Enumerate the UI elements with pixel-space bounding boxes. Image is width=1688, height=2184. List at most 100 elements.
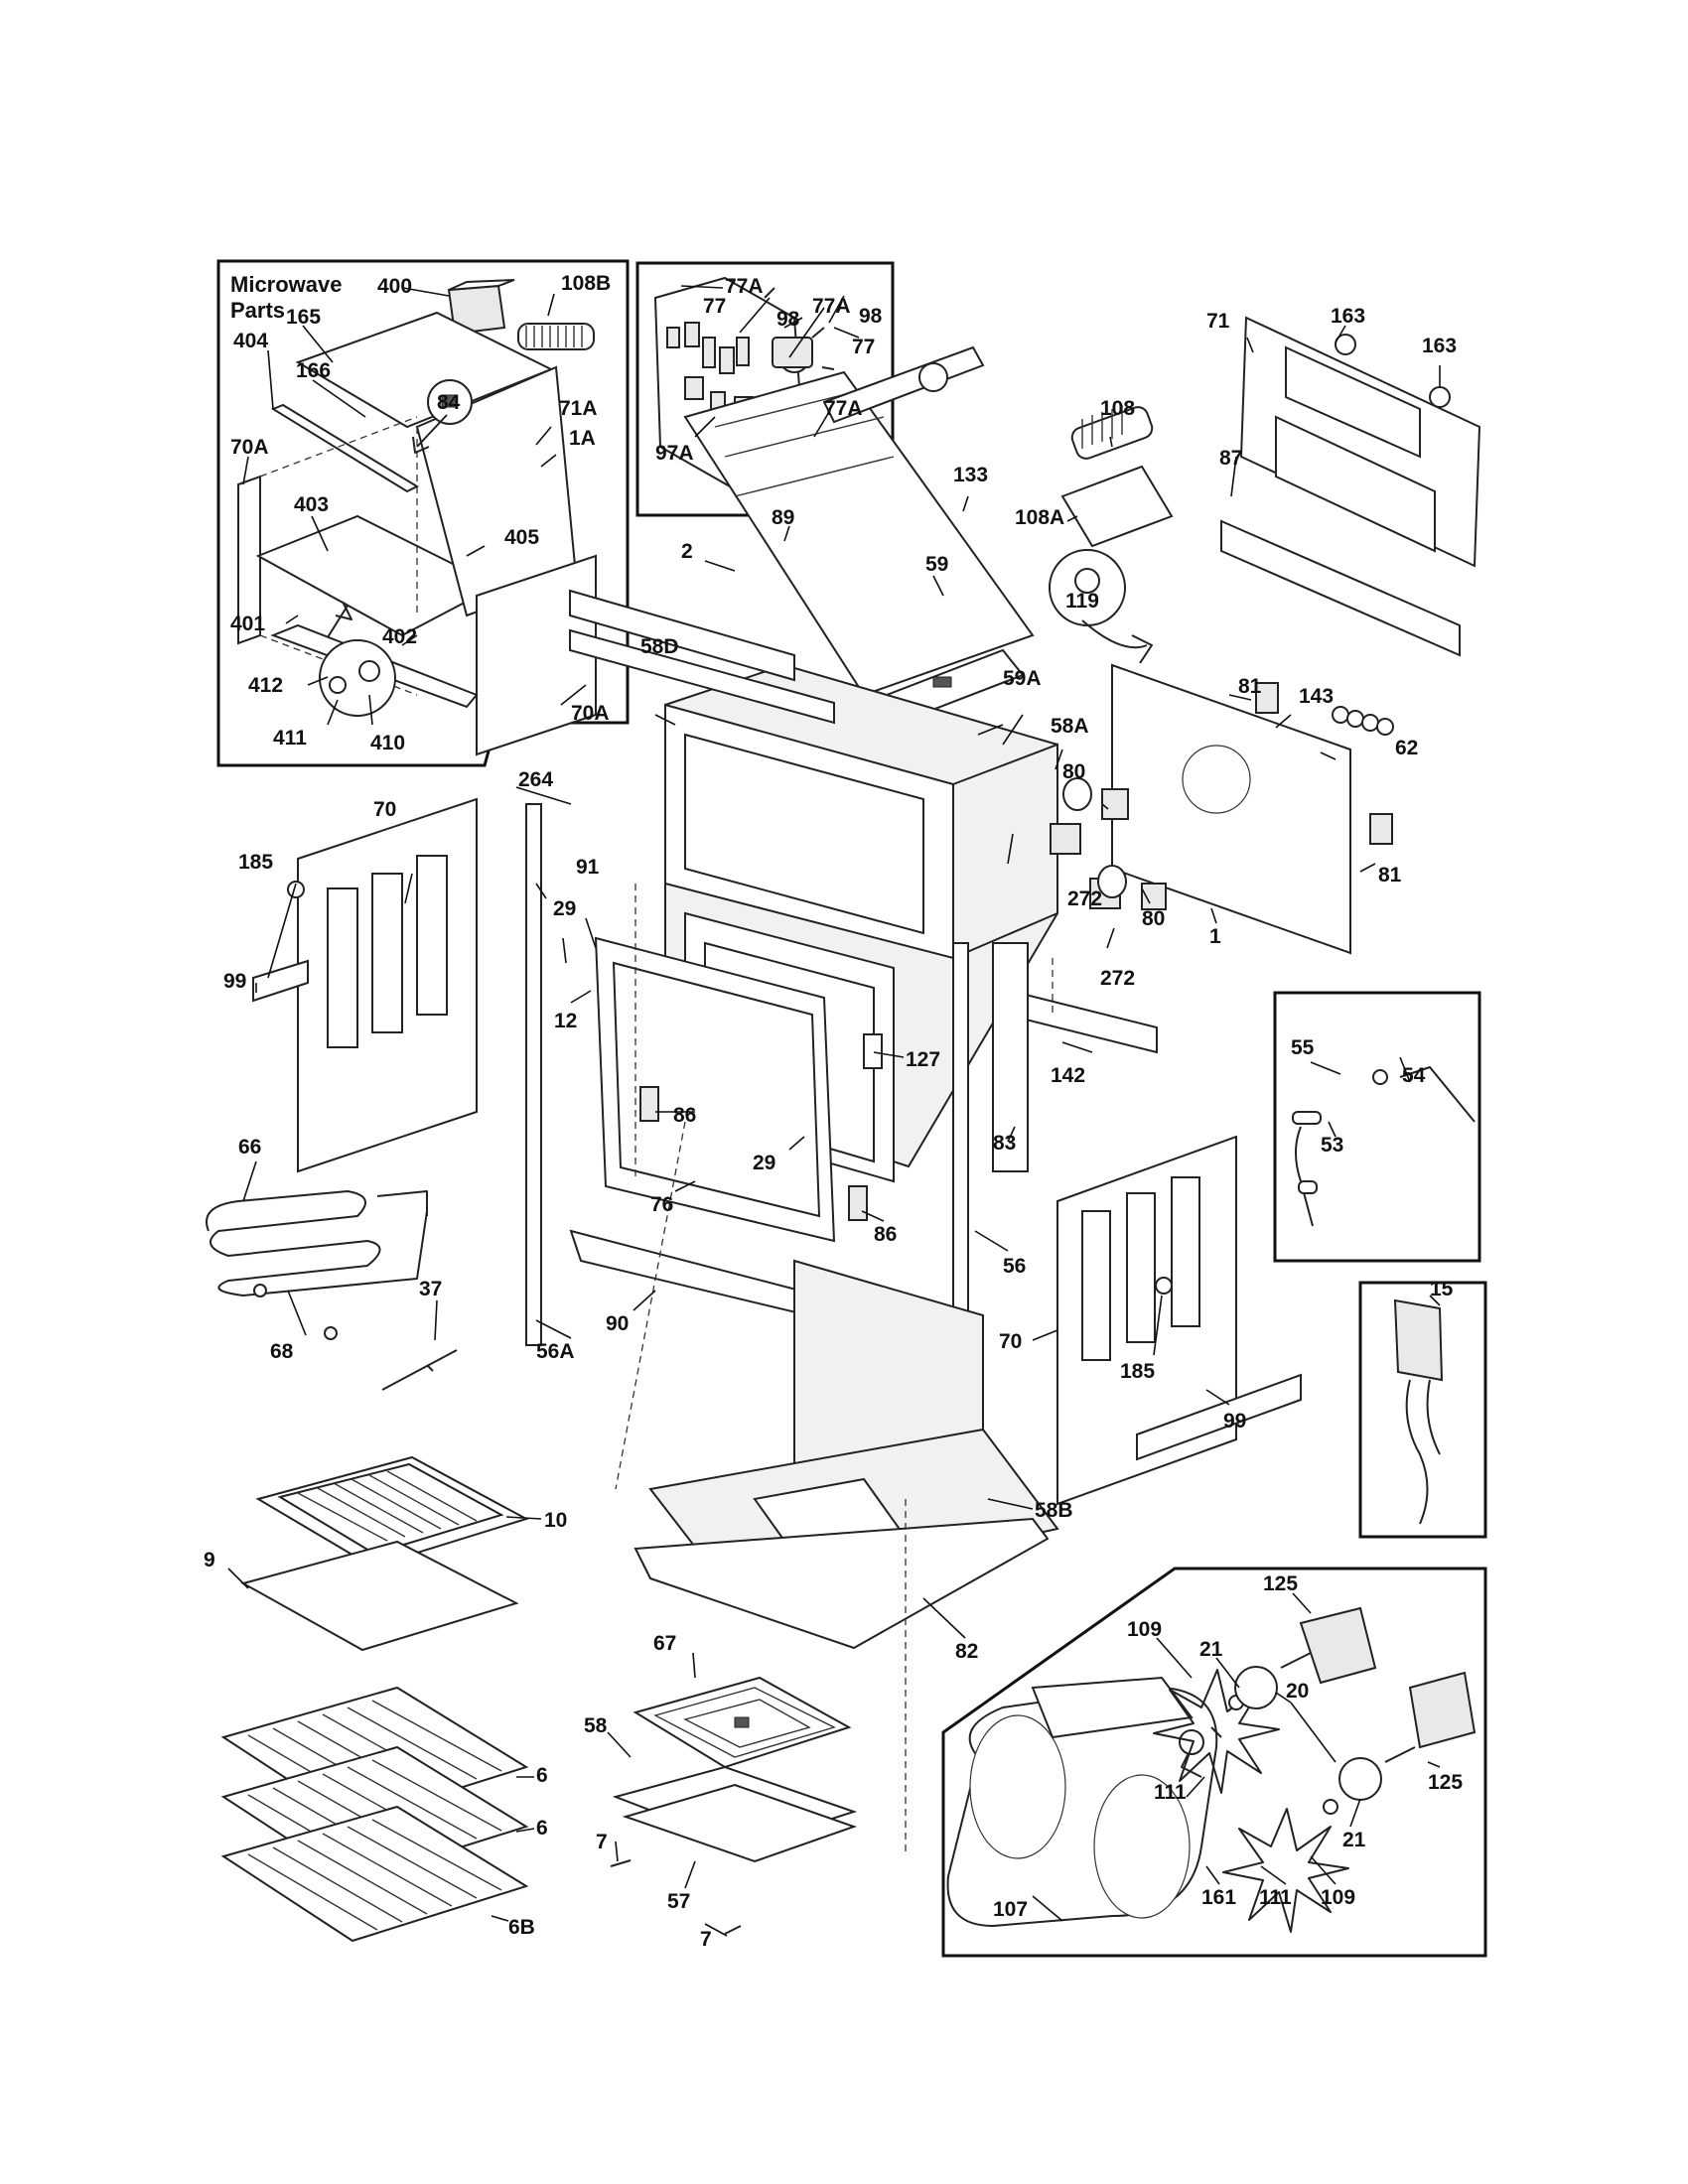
- part-label-66: 66: [238, 1136, 261, 1159]
- part-label-165: 165: [286, 306, 321, 329]
- part-label-59a: 59A: [1003, 667, 1042, 690]
- part-label-70a-top: 70A: [230, 436, 269, 459]
- part-label-6-a: 6: [536, 1764, 548, 1787]
- part-label-125-a: 125: [1263, 1572, 1298, 1595]
- part-label-10: 10: [544, 1509, 567, 1532]
- part-label-98-b: 98: [859, 305, 883, 328]
- part-label-108a: 108A: [1015, 506, 1064, 529]
- part-label-37: 37: [419, 1278, 442, 1300]
- part-label-15: 15: [1430, 1278, 1454, 1300]
- part-label-272-a: 272: [1067, 887, 1102, 910]
- part-label-58: 58: [584, 1714, 608, 1737]
- part-label-68: 68: [270, 1340, 294, 1363]
- part-label-58b: 58B: [1035, 1499, 1073, 1522]
- part-label-7-a: 7: [596, 1831, 608, 1853]
- part-label-264: 264: [518, 768, 553, 791]
- part-label-185-left: 185: [238, 851, 273, 874]
- part-label-111-a: 111: [1154, 1781, 1187, 1804]
- part-label-77-b: 77: [852, 336, 875, 358]
- part-label-402: 402: [382, 625, 417, 648]
- part-label-125-b: 125: [1428, 1771, 1463, 1794]
- part-label-143: 143: [1299, 685, 1334, 708]
- part-label-411: 411: [273, 727, 307, 750]
- part-label-109-b: 109: [1321, 1886, 1355, 1909]
- microwave-inset-title-line1: Microwave: [230, 272, 343, 297]
- side-panels-drawing: [252, 797, 1302, 1506]
- part-label-70a-bottom: 70A: [571, 702, 610, 725]
- convection-fan-drawing: [946, 1606, 1477, 1933]
- convection-fan-inset-border: [941, 1567, 1487, 1958]
- part-label-71: 71: [1206, 310, 1230, 333]
- part-label-161: 161: [1201, 1886, 1236, 1909]
- part-label-53: 53: [1321, 1134, 1343, 1157]
- part-label-56: 56: [1003, 1255, 1026, 1278]
- part-label-111-b: 111: [1259, 1886, 1292, 1909]
- probe-and-light-drawing: [1292, 1066, 1476, 1525]
- part-label-70-left: 70: [373, 798, 396, 821]
- part-label-56a: 56A: [536, 1340, 575, 1363]
- part-label-67: 67: [653, 1632, 676, 1655]
- part-label-404: 404: [233, 330, 268, 352]
- part-label-57: 57: [667, 1890, 690, 1913]
- part-label-109-a: 109: [1127, 1618, 1162, 1641]
- part-label-81-a: 81: [1238, 675, 1262, 698]
- part-label-59: 59: [925, 553, 948, 576]
- part-label-86-a: 86: [673, 1104, 696, 1127]
- part-label-6-b: 6: [536, 1817, 548, 1840]
- part-label-133: 133: [953, 464, 988, 486]
- part-label-21-a: 21: [1199, 1638, 1223, 1661]
- part-label-29-b: 29: [753, 1152, 775, 1174]
- part-label-400: 400: [377, 275, 412, 298]
- part-label-7-b: 7: [700, 1928, 712, 1951]
- part-label-83: 83: [993, 1132, 1016, 1155]
- part-label-84: 84: [437, 391, 461, 414]
- part-label-29-a: 29: [553, 897, 576, 920]
- probe-inset-border: [1273, 991, 1481, 1263]
- part-label-55: 55: [1291, 1036, 1315, 1059]
- part-label-21-b: 21: [1342, 1829, 1366, 1851]
- part-label-99-right: 99: [1223, 1410, 1246, 1433]
- part-label-77a-b: 77A: [812, 295, 851, 318]
- part-label-6b: 6B: [508, 1916, 535, 1939]
- part-label-82: 82: [955, 1640, 978, 1663]
- part-label-58a: 58A: [1051, 715, 1089, 738]
- part-label-166: 166: [296, 359, 331, 382]
- part-label-107: 107: [993, 1898, 1028, 1921]
- part-label-90: 90: [606, 1312, 629, 1335]
- part-label-163-b: 163: [1422, 335, 1457, 357]
- part-label-185-right: 185: [1120, 1360, 1155, 1383]
- part-label-405: 405: [504, 526, 539, 549]
- part-label-98-a: 98: [776, 308, 800, 331]
- leader-lines: [227, 285, 1441, 1937]
- oven-cabinet-drawing: [525, 589, 1158, 1856]
- part-label-2: 2: [681, 540, 693, 563]
- light-inset-border: [1358, 1281, 1487, 1539]
- rear-panels-drawing: [1062, 316, 1481, 955]
- part-label-54: 54: [1402, 1064, 1426, 1087]
- part-label-81-b: 81: [1378, 864, 1402, 887]
- part-label-71a: 71A: [559, 397, 598, 420]
- part-label-127: 127: [906, 1048, 940, 1071]
- part-label-80-b: 80: [1142, 907, 1165, 930]
- part-label-403: 403: [294, 493, 329, 516]
- part-label-77-a: 77: [703, 295, 726, 318]
- part-label-91: 91: [576, 856, 600, 879]
- part-label-9: 9: [204, 1549, 215, 1571]
- part-label-70-right: 70: [999, 1330, 1022, 1353]
- part-number-callouts: 400 108B 165 404 166 71A 1A 70A 403 84 4…: [204, 272, 1463, 1951]
- part-label-1: 1: [1209, 925, 1221, 948]
- part-label-412: 412: [248, 674, 283, 697]
- part-label-77a-a: 77A: [725, 275, 764, 298]
- part-label-142: 142: [1051, 1064, 1085, 1087]
- part-label-401: 401: [230, 613, 265, 635]
- part-label-163-a: 163: [1331, 305, 1365, 328]
- microwave-parts-drawing: [237, 279, 597, 756]
- part-label-89: 89: [772, 506, 794, 529]
- part-label-12: 12: [554, 1010, 577, 1032]
- racks-and-elements-drawing: [206, 1190, 858, 1943]
- part-label-87: 87: [1219, 447, 1242, 470]
- part-label-119: 119: [1065, 590, 1099, 613]
- part-label-20: 20: [1286, 1680, 1309, 1703]
- part-label-108: 108: [1100, 397, 1135, 420]
